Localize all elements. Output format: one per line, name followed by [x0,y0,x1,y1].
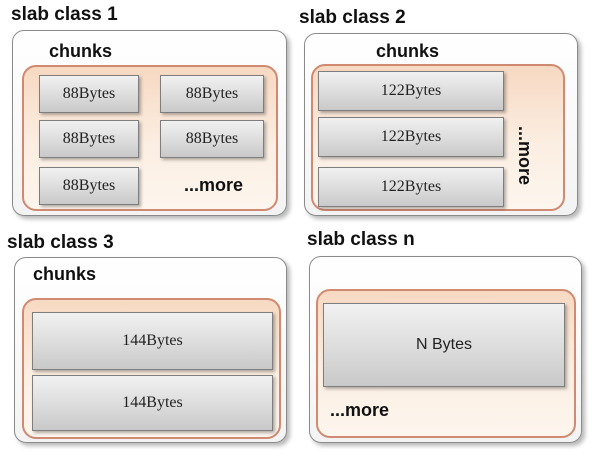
slab-class-1-title: slab class 1 [11,4,118,25]
chunk-n-bytes: N Bytes [323,303,565,387]
chunk-pool: 144Bytes 144Bytes [22,298,281,439]
chunk-144-bytes: 144Bytes [32,375,273,431]
slab-class-2-card: chunks 122Bytes 122Bytes 122Bytes ...mor… [304,33,578,216]
chunks-label: chunks [49,41,113,61]
chunk-144-bytes: 144Bytes [32,312,273,370]
slab-class-3-title: slab class 3 [7,232,114,253]
chunk-122-bytes: 122Bytes [318,71,504,111]
more-label: ...more [184,175,244,195]
slab-class-1-card: chunks 88Bytes 88Bytes 88Bytes 88Bytes 8… [12,30,287,216]
chunk-122-bytes: 122Bytes [318,117,504,157]
chunk-88-bytes: 88Bytes [39,167,139,205]
chunk-88-bytes: 88Bytes [160,75,264,113]
chunks-label: chunks [376,41,440,61]
slab-class-n-card: N Bytes ...more [309,256,582,443]
more-label: ...more [330,400,390,420]
chunk-pool: 88Bytes 88Bytes 88Bytes 88Bytes 88Bytes … [22,65,278,211]
chunk-88-bytes: 88Bytes [39,120,139,158]
chunk-88-bytes: 88Bytes [39,75,139,113]
chunk-122-bytes: 122Bytes [318,167,504,207]
slab-class-3-card: chunks 144Bytes 144Bytes [14,257,287,443]
chunk-pool: N Bytes ...more [316,289,576,438]
slab-class-n-title: slab class n [307,229,415,250]
more-label: ...more [515,126,535,186]
chunk-pool: 122Bytes 122Bytes 122Bytes ...more [311,64,565,211]
slab-class-2-title: slab class 2 [299,7,406,28]
chunk-88-bytes: 88Bytes [160,120,264,158]
chunks-label: chunks [33,264,97,284]
